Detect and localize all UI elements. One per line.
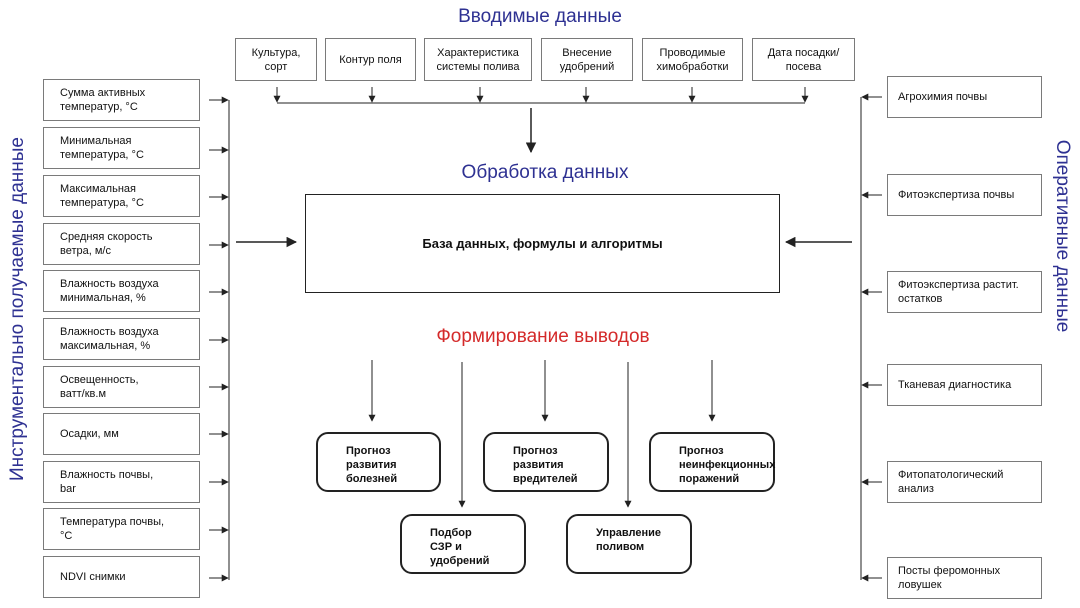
output-box-1: Прогноз развития вредителей	[483, 432, 609, 492]
sensor-box-2-label: Максимальная температура, °С	[60, 183, 144, 209]
operative-box-2: Фитоэкспертиза растит. остатков	[887, 271, 1042, 313]
input-box-4-label: Проводимые химобработки	[656, 46, 729, 73]
operative-box-0: Агрохимия почвы	[887, 76, 1042, 118]
sensor-box-1-label: Минимальная температура, °С	[60, 135, 144, 161]
output-box-0: Прогноз развития болезней	[316, 432, 441, 492]
input-box-5-label: Дата посадки/ посева	[767, 46, 840, 73]
database-label: База данных, формулы и алгоритмы	[422, 236, 663, 251]
operative-box-2-label: Фитоэкспертиза растит. остатков	[898, 279, 1019, 305]
sensor-box-0-label: Сумма активных температур, °С	[60, 87, 146, 113]
input-box-0: Культура, сорт	[235, 38, 317, 81]
operative-box-5-label: Посты феромонных ловушек	[898, 565, 1001, 591]
operative-box-4: Фитопатологический анализ	[887, 461, 1042, 503]
sensor-box-5: Влажность воздуха максимальная, %	[43, 318, 200, 360]
output-box-4-label: Управление поливом	[596, 527, 662, 553]
operative-box-4-label: Фитопатологический анализ	[898, 469, 1004, 495]
input-box-4: Проводимые химобработки	[642, 38, 743, 81]
sensor-box-7: Осадки, мм	[43, 413, 200, 455]
output-box-2: Прогноз неинфекционных поражений	[649, 432, 775, 492]
operative-box-3-label: Тканевая диагностика	[898, 379, 1012, 391]
operative-box-1: Фитоэкспертиза почвы	[887, 174, 1042, 216]
sensor-box-0: Сумма активных температур, °С	[43, 79, 200, 121]
input-data-title: Вводимые данные	[458, 6, 622, 27]
database-box: База данных, формулы и алгоритмы	[305, 194, 780, 293]
output-box-1-label: Прогноз развития вредителей	[513, 445, 578, 485]
sensor-box-6: Освещенность, ватт/кв.м	[43, 366, 200, 408]
sensor-box-9: Температура почвы, °С	[43, 508, 200, 550]
input-box-3: Внесение удобрений	[541, 38, 633, 81]
instrumental-data-title: Инструментально получаемые данные	[7, 137, 28, 481]
sensor-box-2: Максимальная температура, °С	[43, 175, 200, 217]
output-title: Формирование выводов	[436, 326, 650, 347]
sensor-box-10: NDVI снимки	[43, 556, 200, 598]
input-box-2: Характеристика системы полива	[424, 38, 532, 81]
input-box-1: Контур поля	[325, 38, 416, 81]
operative-box-0-label: Агрохимия почвы	[898, 91, 988, 103]
sensor-box-3: Средняя скорость ветра, м/с	[43, 223, 200, 265]
operative-data-title: Оперативные данные	[1052, 139, 1073, 333]
output-box-3-label: Подбор СЗР и удобрений	[430, 527, 490, 567]
input-box-1-label: Контур поля	[339, 53, 402, 66]
input-box-5: Дата посадки/ посева	[752, 38, 855, 81]
input-box-0-label: Культура, сорт	[251, 46, 301, 73]
sensor-box-7-label: Осадки, мм	[60, 428, 119, 440]
sensor-box-8: Влажность почвы, bar	[43, 461, 200, 503]
sensor-box-9-label: Температура почвы, °С	[60, 516, 165, 542]
output-box-3: Подбор СЗР и удобрений	[400, 514, 526, 574]
sensor-box-5-label: Влажность воздуха максимальная, %	[60, 326, 159, 352]
sensor-box-4: Влажность воздуха минимальная, %	[43, 270, 200, 312]
input-box-3-label: Внесение удобрений	[559, 46, 615, 73]
output-box-0-label: Прогноз развития болезней	[346, 445, 398, 485]
processing-title: Обработка данных	[461, 162, 629, 183]
sensor-box-10-label: NDVI снимки	[60, 571, 126, 583]
output-box-2-label: Прогноз неинфекционных поражений	[679, 445, 776, 485]
sensor-box-1: Минимальная температура, °С	[43, 127, 200, 169]
sensor-box-8-label: Влажность почвы, bar	[60, 469, 154, 495]
operative-box-1-label: Фитоэкспертиза почвы	[898, 189, 1015, 201]
sensor-box-4-label: Влажность воздуха минимальная, %	[60, 278, 159, 304]
output-box-4: Управление поливом	[566, 514, 692, 574]
sensor-box-3-label: Средняя скорость ветра, м/с	[60, 231, 153, 257]
operative-box-3: Тканевая диагностика	[887, 364, 1042, 406]
input-box-2-label: Характеристика системы полива	[436, 46, 520, 73]
sensor-box-6-label: Освещенность, ватт/кв.м	[60, 374, 139, 400]
operative-box-5: Посты феромонных ловушек	[887, 557, 1042, 599]
